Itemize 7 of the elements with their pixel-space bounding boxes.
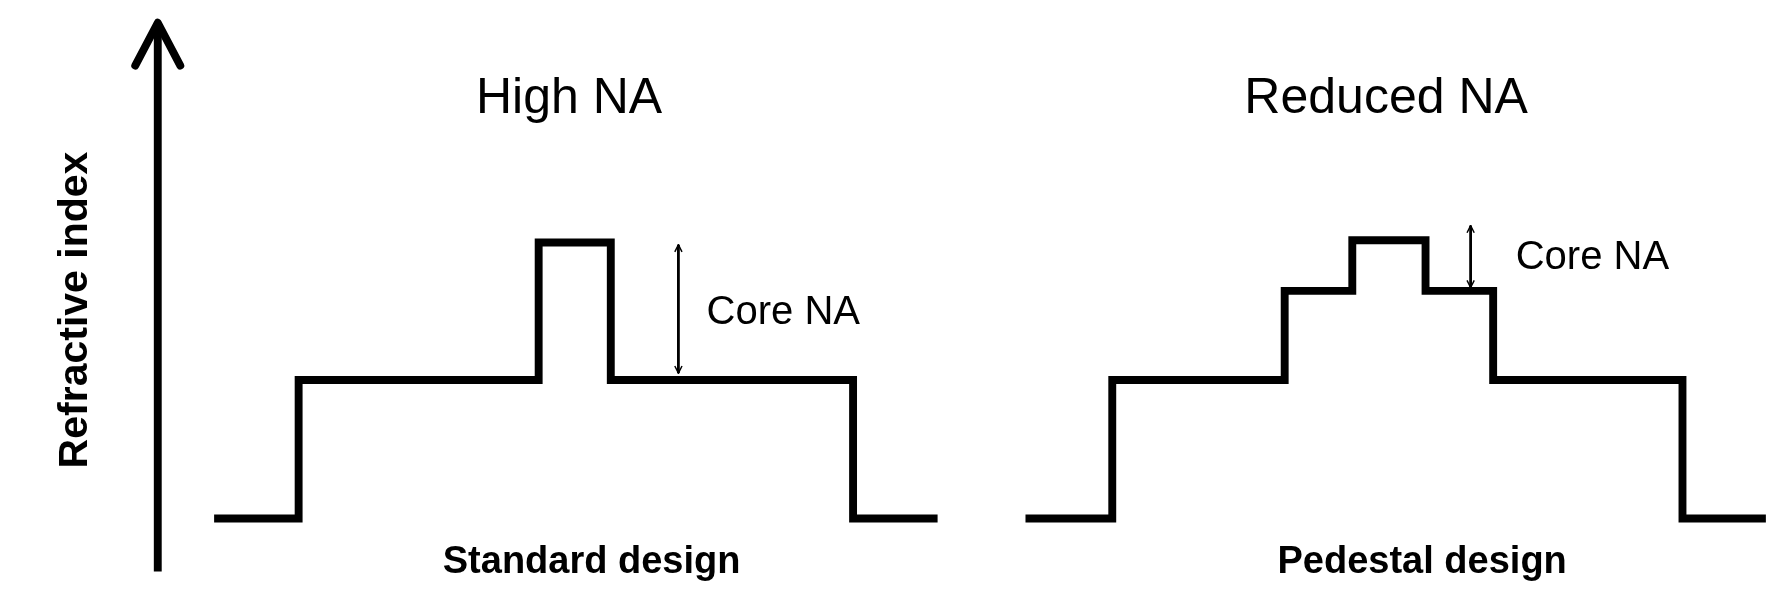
dimension-label: Core NA: [1515, 234, 1670, 275]
panel-title: Reduced NA: [1244, 70, 1528, 121]
design-caption: Pedestal design: [1277, 541, 1567, 580]
panel-title: High NA: [476, 70, 663, 121]
design-caption: Standard design: [442, 541, 741, 580]
axis-label: Refractive index: [52, 151, 94, 469]
dimension-label: Core NA: [706, 289, 860, 330]
